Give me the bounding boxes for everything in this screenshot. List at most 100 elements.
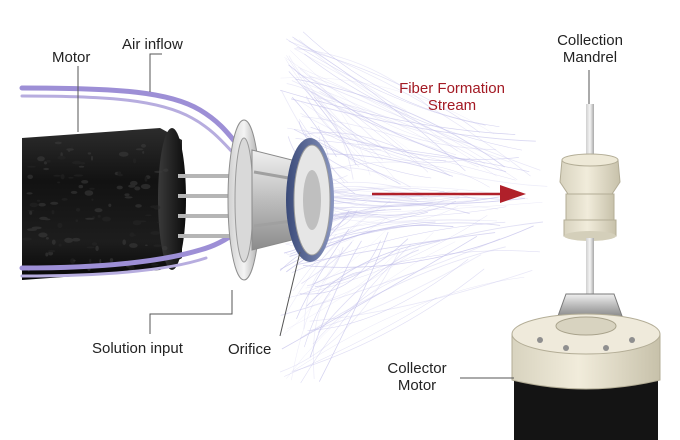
label-collection-mandrel-line1: Collection [557,32,623,49]
fiber-strand [293,268,485,372]
fiber-strand [294,48,433,111]
motor-texture-fleck [84,190,94,196]
motor-texture-fleck [86,141,93,145]
fiber-strand [299,246,506,339]
motor-texture-fleck [132,220,142,226]
fiber-strand [280,77,495,135]
fiber-strand [317,249,419,333]
motor-texture-fleck [91,242,98,246]
fiber-strand [295,138,530,172]
fiber-strand [319,91,429,173]
fiber-strand [288,71,357,166]
fiber-strand [286,224,454,273]
fiber-strand [299,68,423,168]
fiber-strand [312,200,457,216]
motor-texture-fleck [45,252,49,257]
motor-texture-fleck [79,162,86,165]
fiber-strand [304,132,451,177]
fiber-strand [309,75,518,181]
motor-texture-fleck [86,246,95,249]
motor-texture-fleck [26,192,33,195]
motor-texture-fleck [53,174,61,177]
fiber-strand [303,85,354,180]
motor-texture-fleck [94,208,103,213]
fiber-strand [318,231,389,382]
motor-texture-fleck [57,181,61,184]
fiber-strand [305,227,390,289]
collector-motor [511,293,661,440]
motor-texture-fleck [57,222,63,229]
motor-texture-fleck [99,259,102,265]
fiber-strand [309,270,533,322]
motor-texture-fleck [22,237,32,241]
label-collector-motor-line2: Motor [397,377,437,394]
fiber-strand [310,91,497,151]
motor-texture-fleck [58,243,62,247]
fiber-strand [306,246,344,287]
fiber-strand [281,235,478,350]
motor-texture-fleck [57,155,66,160]
motor-texture-fleck [44,161,47,165]
motor-texture-fleck [129,243,138,248]
label-collection-mandrel: Collection Mandrel [540,32,640,66]
fiber-strand [301,241,353,284]
fiber-strand [299,240,381,295]
fiber-strand [285,216,367,315]
motor-texture-fleck [61,198,68,201]
motor-texture-fleck [145,244,148,247]
fiber-strand [281,277,337,337]
motor-texture-fleck [135,148,144,151]
motor-texture-fleck [47,250,56,253]
fiber-strand [293,129,401,185]
fiber-strand [279,250,400,373]
fiber-strand [305,96,382,151]
label-solution-input: Solution input [92,340,183,357]
fiber-strand [300,101,400,185]
label-air-inflow: Air inflow [122,36,183,53]
motor-texture-fleck [36,199,41,202]
motor-texture-fleck [129,232,135,237]
motor-texture-fleck [130,180,138,186]
fiber-strand [286,83,391,158]
fiber-strand [290,50,440,142]
motor-texture-fleck [72,160,82,165]
motor-texture-fleck [122,239,126,245]
fiber-strand [288,40,531,177]
motor-texture-fleck [50,201,59,205]
motor-texture-fleck [92,216,95,219]
fiber-strand [286,241,456,379]
motor-texture-fleck [27,165,36,168]
fiber-strand [290,98,536,142]
fiber-strand [286,215,488,299]
fiber-strand [284,57,371,176]
fiber-strand [291,276,525,372]
motor-texture-fleck [73,259,76,262]
fiber-strand [291,239,354,381]
motor-texture-fleck [73,174,84,177]
motor-texture-fleck [75,219,79,223]
collection-mandrel [559,104,621,294]
fiber-strand [311,91,457,156]
motor-texture-fleck [91,198,94,201]
motor-texture-fleck [29,202,38,208]
motor-texture-fleck [162,246,168,251]
motor-texture-fleck [116,185,123,190]
motor-texture-fleck [108,203,112,207]
motor-texture-fleck [71,237,81,242]
fiber-strand [317,249,340,295]
motor-texture-fleck [135,204,142,208]
motor-texture-fleck [43,167,50,171]
fiber-strand [291,80,472,145]
fiber-strand [292,233,337,292]
fiber-strand [314,238,409,288]
motor-texture-fleck [64,237,74,243]
motor-texture-fleck [66,148,74,151]
motor-texture-fleck [29,210,33,215]
fiber-strand [305,98,388,180]
motor-texture-fleck [128,265,135,271]
motor-texture-fleck [78,184,84,189]
fiber-strand [297,73,541,171]
motor-texture-fleck [76,208,81,212]
motor-texture-fleck [109,258,114,263]
motor-texture-fleck [141,143,146,148]
